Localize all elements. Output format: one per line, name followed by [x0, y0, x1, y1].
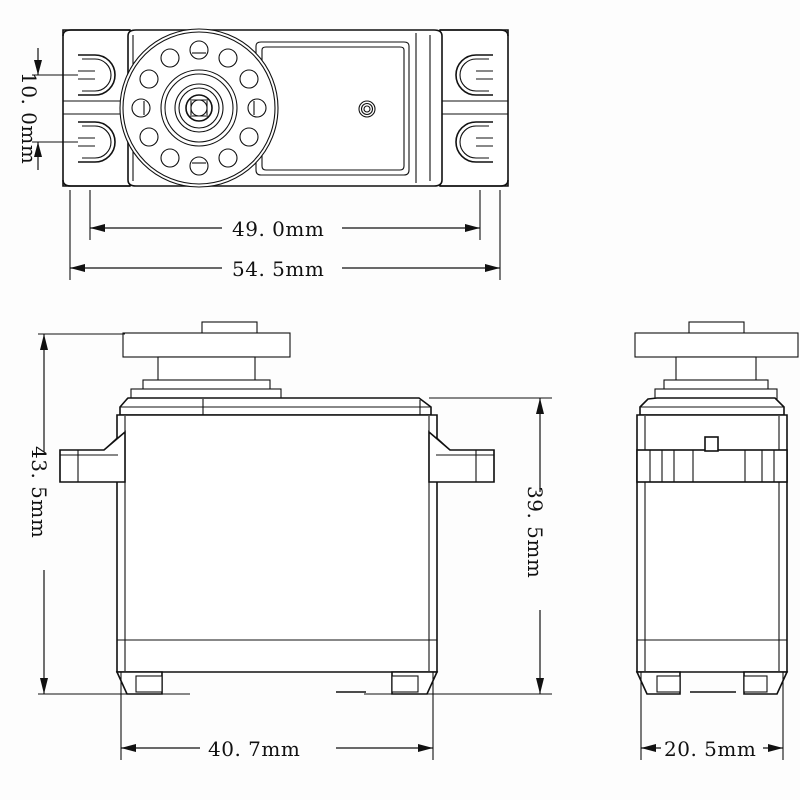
dim-overall-length: 54. 5mm	[69, 190, 501, 281]
dim-overall-height: 43. 5mm	[27, 333, 125, 695]
top-view: 10. 0mm 49. 0mm 54. 5mm	[17, 28, 509, 281]
front-view-body	[116, 414, 438, 673]
front-view-top-cap	[119, 397, 432, 416]
front-view-feet	[115, 671, 439, 695]
side-view: 20. 5mm	[634, 321, 799, 761]
dim-label-tab-spacing: 10. 0mm	[17, 72, 41, 164]
dim-label-body-depth: 20. 5mm	[664, 737, 756, 761]
front-view: 43. 5mm 39. 5mm 40. 7mm	[27, 321, 552, 761]
dim-label-body-height: 39. 5mm	[523, 486, 547, 578]
side-view-feet	[635, 671, 789, 695]
servo-horn-disc	[119, 28, 279, 188]
dim-body-length: 49. 0mm	[89, 190, 481, 241]
front-view-right-wing	[428, 430, 495, 483]
dim-label-body-width: 40. 7mm	[208, 737, 300, 761]
front-view-left-wing	[59, 430, 126, 483]
dim-body-depth: 20. 5mm	[640, 672, 784, 761]
dim-body-width: 40. 7mm	[120, 672, 434, 761]
top-view-right-flange	[439, 29, 509, 187]
dim-label-body-length: 49. 0mm	[232, 217, 324, 241]
top-view-left-flange	[62, 29, 131, 187]
side-view-top-cap	[639, 397, 785, 416]
side-view-mounting-band	[636, 436, 788, 483]
dim-label-overall-height: 43. 5mm	[27, 446, 51, 538]
side-view-horn-stack	[634, 321, 799, 400]
front-view-horn-stack	[122, 321, 291, 400]
dim-tab-spacing: 10. 0mm	[17, 48, 78, 170]
dim-body-height: 39. 5mm	[429, 397, 552, 695]
dim-label-overall-length: 54. 5mm	[232, 257, 324, 281]
